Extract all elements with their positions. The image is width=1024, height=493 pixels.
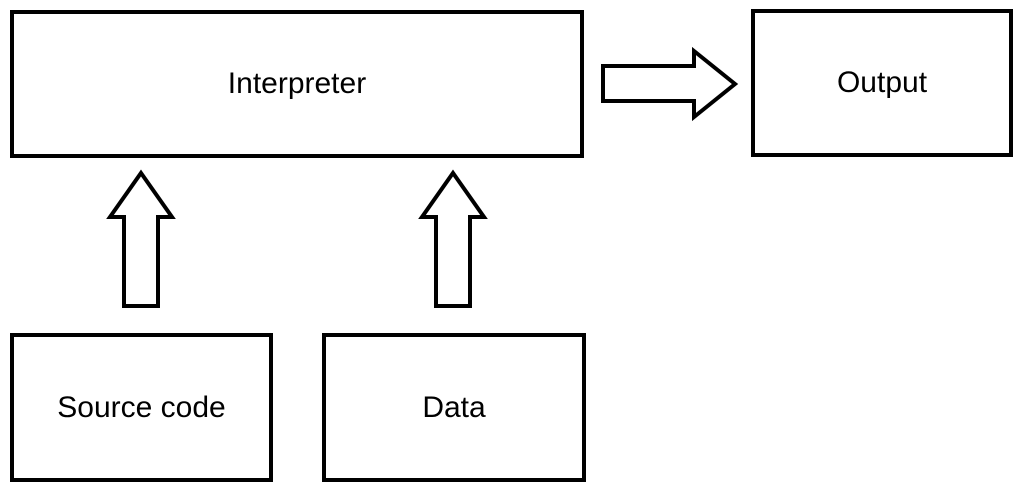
data-label: Data <box>422 390 486 424</box>
up-arrow-source-code-to-interpreter <box>106 169 176 308</box>
right-arrow-interpreter-to-output <box>601 46 739 122</box>
data-box: Data <box>322 333 586 482</box>
interpreter-box: Interpreter <box>10 10 584 158</box>
interpreter-label: Interpreter <box>227 67 367 100</box>
source-code-label: Source code <box>57 390 226 424</box>
output-label: Output <box>836 66 928 99</box>
output-box: Output <box>751 9 1013 157</box>
up-arrow-data-to-interpreter <box>418 169 488 308</box>
source-code-box: Source code <box>10 333 273 482</box>
